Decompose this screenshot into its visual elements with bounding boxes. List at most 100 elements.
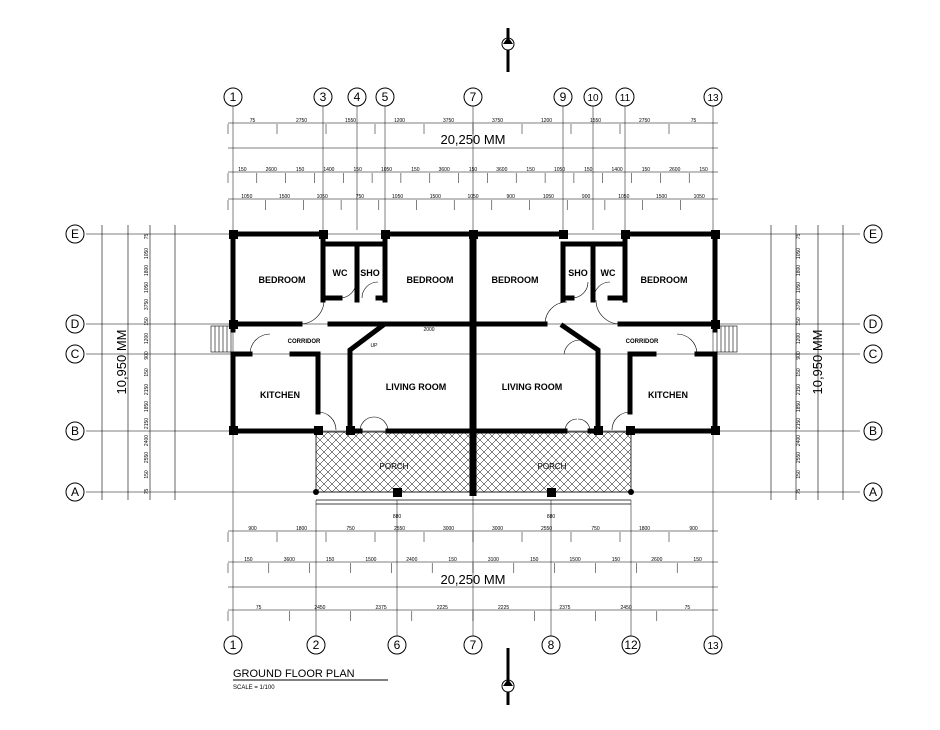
grid-label-right-B: B (869, 424, 877, 438)
bottom-dim-r1-7: 750 (591, 526, 600, 532)
right-dims: 7510501800105037501501200900150215018502… (796, 234, 802, 495)
right-dim-13: 2550 (796, 452, 802, 463)
grid-label-bottom-6: 6 (394, 638, 401, 652)
bottom-dim-r1-8: 1800 (639, 526, 650, 532)
left-dim-4: 3750 (144, 299, 150, 310)
top-overall-dimension: 20,250 MM (440, 132, 505, 147)
right-dim-9: 2150 (796, 384, 802, 395)
room-bedroom-1: BEDROOM (259, 275, 306, 285)
top-dim-r2-2: 150 (296, 167, 305, 173)
top-dim-r2-16: 150 (699, 167, 708, 173)
grid-label-left-E: E (71, 227, 79, 241)
side-dimension-lines (101, 225, 844, 500)
top-dim-r3-10: 1050 (618, 194, 629, 200)
left-dim-8: 150 (144, 368, 150, 377)
top-dim-r1-2: 1550 (345, 118, 356, 124)
side-steps (210, 325, 738, 353)
top-dim-r3-8: 1050 (543, 194, 554, 200)
grid-label-bottom-7: 7 (470, 638, 477, 652)
room-shower-1: SHO (360, 268, 380, 278)
top-dim-r1-6: 1200 (541, 118, 552, 124)
bottom-dimension-lines (228, 530, 718, 611)
bottom-dim-r2-10: 2600 (651, 557, 662, 563)
left-dim-12: 2400 (144, 435, 150, 446)
bottom-dim-r2-11: 150 (693, 557, 702, 563)
left-dim-15: 75 (144, 489, 150, 495)
top-dim-r2-15: 2600 (669, 167, 680, 173)
top-dim-r3-7: 900 (507, 194, 516, 200)
right-dim-14: 150 (796, 470, 802, 479)
room-porch-2: PORCH (538, 462, 567, 471)
grid-label-top-13: 13 (707, 93, 719, 104)
right-dim-10: 1850 (796, 401, 802, 412)
drawing-scale: SCALE = 1/100 (233, 685, 275, 691)
top-dim-r1-1: 2750 (296, 118, 307, 124)
right-dim-3: 1050 (796, 282, 802, 293)
bottom-dim-r1-3: 2550 (394, 526, 405, 532)
room-wc-2: WC (601, 268, 616, 278)
bottom-dim-r2-1: 3600 (284, 557, 295, 563)
top-dim-r1-5: 3750 (492, 118, 503, 124)
left-dim-3: 1050 (144, 282, 150, 293)
grid-label-top-1: 1 (230, 90, 237, 104)
room-corridor-2: CORRIDOR (626, 339, 659, 345)
left-dim-10: 1850 (144, 401, 150, 412)
living-dim-1: 2000 (423, 327, 434, 333)
grid-label-left-A: A (71, 485, 79, 499)
room-bedroom-2: BEDROOM (407, 275, 454, 285)
bottom-dim-r2-6: 3100 (488, 557, 499, 563)
top-dim-r3-0: 1050 (241, 194, 252, 200)
porch-hatch-right (472, 431, 632, 493)
top-dim-r2-11: 1050 (554, 167, 565, 173)
top-dim-r1-4: 3750 (443, 118, 454, 124)
grid-label-left-D: D (71, 317, 80, 331)
left-dim-6: 1200 (144, 333, 150, 344)
top-dim-r2-10: 150 (526, 167, 535, 173)
left-dim-5: 150 (144, 317, 150, 326)
bottom-dim-r3-7: 75 (685, 605, 691, 611)
left-overall-dimension: 10,950 MM (114, 329, 129, 394)
top-dim-r2-0: 150 (238, 167, 247, 173)
grid-label-top-10: 10 (587, 93, 599, 104)
bottom-dim-r3-4: 2225 (498, 605, 509, 611)
grid-label-bottom-8: 8 (548, 638, 555, 652)
grid-label-top-9: 9 (560, 90, 567, 104)
right-dim-1: 1050 (796, 248, 802, 259)
top-dim-r2-1: 2600 (266, 167, 277, 173)
bottom-dim-r2-8: 1500 (570, 557, 581, 563)
grid-label-right-D: D (869, 317, 878, 331)
top-dim-r3-11: 1500 (656, 194, 667, 200)
bottom-dim-r2-7: 150 (530, 557, 539, 563)
right-dim-15: 75 (796, 489, 802, 495)
room-corridor-1: CORRIDOR (288, 339, 321, 345)
top-dim-r2-5: 1050 (381, 167, 392, 173)
bottom-dim-r1-1: 1800 (296, 526, 307, 532)
grid-label-right-A: A (869, 485, 877, 499)
bottom-dim-r3-5: 2375 (559, 605, 570, 611)
grid-label-bottom-12: 12 (624, 638, 638, 652)
north-arrow-bottom (501, 648, 515, 705)
bottom-dim-r3-3: 2225 (437, 605, 448, 611)
room-kitchen-1: KITCHEN (260, 390, 300, 400)
room-bedroom-3: BEDROOM (492, 275, 539, 285)
top-dim-r1-8: 2750 (639, 118, 650, 124)
right-dim-11: 2150 (796, 418, 802, 429)
right-dim-5: 150 (796, 317, 802, 326)
top-dim-r2-9: 3600 (496, 167, 507, 173)
bottom-dim-r2-2: 150 (326, 557, 335, 563)
top-dim-r3-6: 1050 (467, 194, 478, 200)
left-dim-7: 900 (144, 351, 150, 360)
bottom-dim-r2-9: 150 (612, 557, 621, 563)
bottom-dim-r1-6: 2550 (541, 526, 552, 532)
top-dim-r1-0: 75 (250, 118, 256, 124)
top-dim-r2-8: 150 (469, 167, 478, 173)
top-dim-r3-4: 1050 (392, 194, 403, 200)
door-swings (249, 281, 698, 432)
left-dim-9: 2150 (144, 384, 150, 395)
porch-col-dim-2: 880 (547, 514, 556, 520)
top-dimension-lines (228, 122, 718, 200)
bottom-dim-r1-4: 3000 (443, 526, 454, 532)
